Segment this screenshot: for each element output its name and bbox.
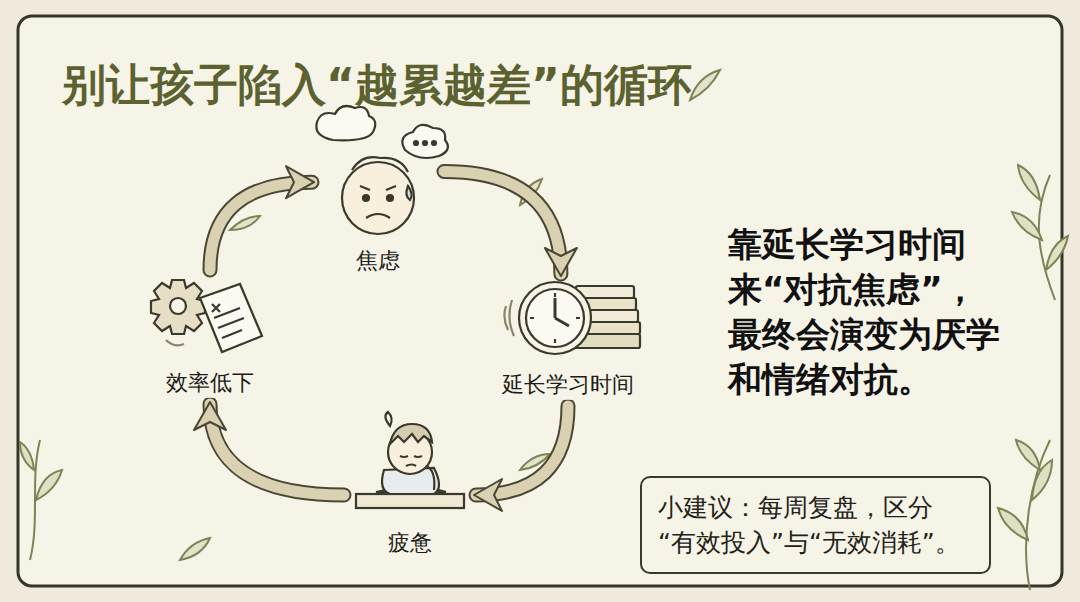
step-label: 焦虑 bbox=[353, 246, 403, 276]
cycle-arrow bbox=[210, 182, 312, 270]
cycle-step: 延长学习时间 bbox=[497, 280, 639, 400]
tired-child-icon bbox=[356, 412, 464, 508]
arrow-outline bbox=[210, 182, 312, 270]
arrow-outline bbox=[476, 406, 568, 495]
cycle-step: 疲惫 bbox=[350, 418, 470, 558]
cycle-arrow bbox=[210, 404, 344, 495]
step-label: 效率低下 bbox=[163, 368, 257, 398]
frame bbox=[18, 16, 1062, 586]
tip-text: 小建议：每周复盘，区分 “有效投入”与“无效消耗”。 bbox=[658, 490, 973, 560]
arrow-body bbox=[210, 182, 312, 270]
title: 别让孩子陷入“越累越差”的循环 bbox=[62, 56, 692, 115]
arrow-body bbox=[210, 404, 344, 495]
gear-paper-icon bbox=[151, 280, 262, 352]
clock-books-icon bbox=[504, 282, 640, 354]
arrow-outline bbox=[210, 404, 344, 495]
cycle-arrow bbox=[444, 171, 561, 274]
arrow-body bbox=[476, 406, 568, 495]
side-note: 靠延长学习时间 来“对抗焦虑”， 最终会演变为厌学 和情绪对抗。 bbox=[728, 222, 1007, 402]
cycle-arrow bbox=[476, 406, 568, 495]
step-label: 疲惫 bbox=[385, 528, 435, 558]
step-label: 延长学习时间 bbox=[499, 370, 637, 400]
leaf-decoration bbox=[20, 70, 1068, 590]
arrow-outline bbox=[444, 171, 561, 274]
arrow-body bbox=[444, 171, 561, 274]
cycle-step: 效率低下 bbox=[150, 276, 270, 398]
cycle-step: 焦虑 bbox=[318, 142, 438, 276]
tip-box: 小建议：每周复盘，区分 “有效投入”与“无效消耗”。 bbox=[640, 476, 991, 574]
worried-face-icon bbox=[316, 106, 448, 234]
